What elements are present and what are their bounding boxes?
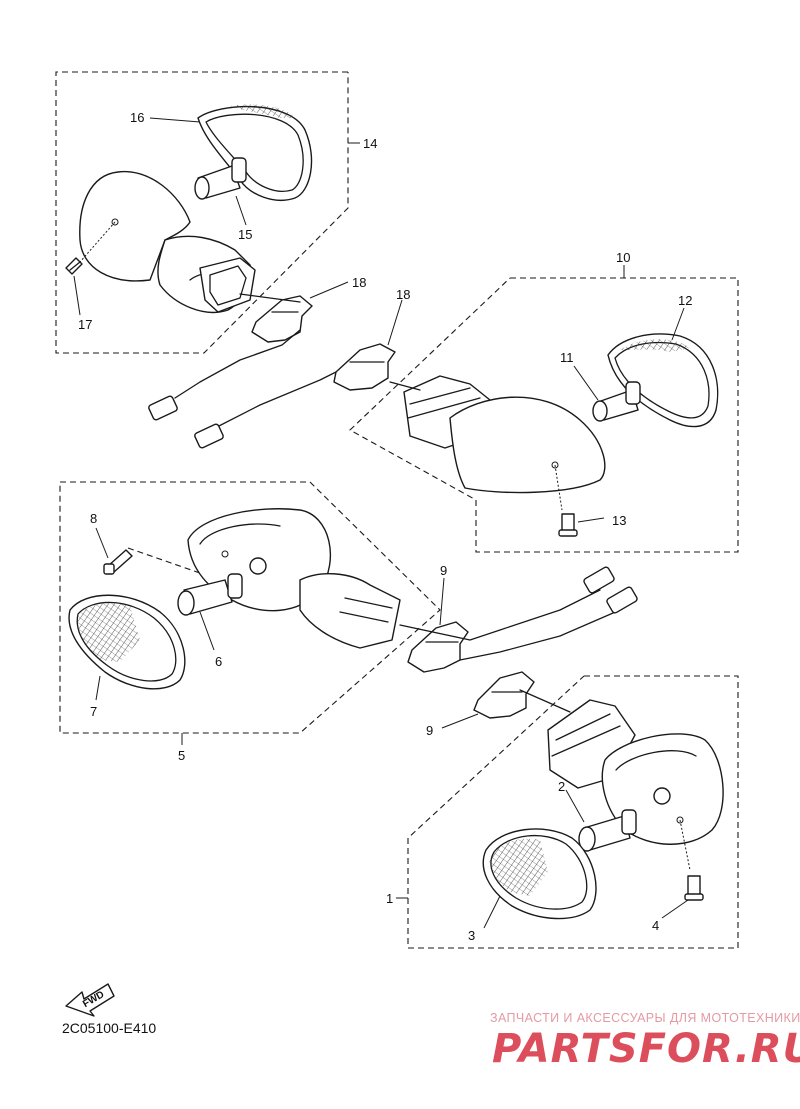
callout-9-upper: 9 (440, 563, 447, 578)
callout-2: 2 (558, 779, 565, 794)
grommet-9-upper (407, 621, 469, 673)
screw-17 (65, 257, 83, 275)
callout-7: 7 (90, 704, 97, 719)
lens-3 (482, 828, 597, 920)
bulb-6 (177, 557, 267, 616)
callout-10: 10 (616, 250, 630, 265)
grommet-18-mid (333, 343, 396, 391)
bulb-2 (578, 809, 637, 852)
assembly-10-border (349, 265, 739, 553)
lens-16 (197, 104, 313, 201)
callout-8: 8 (90, 511, 97, 526)
callout-16: 16 (130, 110, 144, 125)
callout-5: 5 (178, 748, 185, 763)
callout-11: 11 (560, 350, 574, 365)
watermark-tagline: ЗАПЧАСТИ И АКСЕССУАРЫ ДЛЯ МОТОТЕХНИКИ (490, 1011, 800, 1025)
callout-12: 12 (678, 293, 692, 308)
callout-14: 14 (363, 136, 377, 151)
bulb-15 (194, 157, 247, 200)
leader-lines (73, 117, 689, 929)
screw-13 (558, 513, 578, 537)
grommet-18-top (239, 293, 313, 343)
callout-17: 17 (78, 317, 92, 332)
callout-4: 4 (652, 918, 659, 933)
callout-18-upper: 18 (352, 275, 366, 290)
watermark-brand: PARTSFOR.RU (492, 1026, 800, 1072)
assembly-14-border (55, 71, 360, 354)
watermark-logo: ЗАПЧАСТИ И АКСЕССУАРЫ ДЛЯ МОТОТЕХНИКИ PA… (490, 1011, 800, 1072)
wire-harness-left (148, 329, 389, 449)
wire-harness-right (399, 566, 638, 661)
assembly-5-housing (187, 508, 401, 649)
assembly-1-border (396, 675, 739, 949)
callout-numbers: 16 14 15 17 18 18 10 12 11 13 8 6 7 5 9 … (78, 110, 692, 943)
fwd-arrow-icon: FWD (65, 983, 115, 1017)
callout-13: 13 (612, 513, 626, 528)
screw-4 (684, 875, 704, 901)
assembly-5-border (59, 481, 441, 745)
assembly-10-housing (389, 375, 606, 511)
callout-3: 3 (468, 928, 475, 943)
callout-15: 15 (238, 227, 252, 242)
lens-7 (68, 594, 186, 690)
assembly-14-housing (79, 170, 256, 314)
callout-18-lower: 18 (396, 287, 410, 302)
callout-1: 1 (386, 891, 393, 906)
callout-6: 6 (215, 654, 222, 669)
callout-9-lower: 9 (426, 723, 433, 738)
diagram-code: 2C05100-E410 (62, 1020, 156, 1036)
bulb-11 (592, 381, 641, 422)
grommet-9-lower (473, 671, 571, 719)
lens-12 (607, 333, 719, 428)
